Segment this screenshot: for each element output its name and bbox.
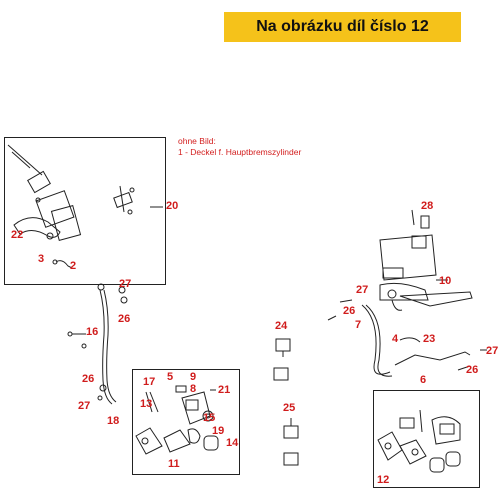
callout-23: 23 <box>423 333 436 345</box>
bolt-sketches <box>273 338 299 466</box>
callout-16: 16 <box>86 326 99 338</box>
callout-27-left-top: 27 <box>119 278 132 290</box>
callout-4: 4 <box>392 333 399 345</box>
rear-caliper-sketch <box>377 409 461 473</box>
callout-26-left-top: 26 <box>118 313 131 325</box>
callout-15: 15 <box>203 412 216 424</box>
callout-6: 6 <box>420 374 427 386</box>
callout-22: 22 <box>11 229 24 241</box>
callout-26-right: 26 <box>343 305 356 317</box>
callout-10: 10 <box>439 275 452 287</box>
callout-26-left-bottom: 26 <box>82 373 95 385</box>
without-picture-note: ohne Bild: 1 - Deckel f. Hauptbremszylin… <box>178 136 301 158</box>
callout-17: 17 <box>143 376 156 388</box>
callout-5: 5 <box>167 371 174 383</box>
callout-19: 19 <box>212 425 225 437</box>
front-caliper-sketch <box>135 385 219 455</box>
callout-28: 28 <box>421 200 434 212</box>
callout-12: 12 <box>377 474 390 486</box>
master-cylinder-frame <box>4 137 166 285</box>
callout-26-far-right: 26 <box>466 364 479 376</box>
callout-27-far-right: 27 <box>486 345 499 357</box>
callout-11: 11 <box>168 458 180 470</box>
callout-25: 25 <box>283 402 296 414</box>
callout-14: 14 <box>226 437 239 449</box>
right-master-cylinder-sketch <box>327 209 487 377</box>
callout-24: 24 <box>275 320 288 332</box>
callout-13: 13 <box>140 398 153 410</box>
callout-2: 2 <box>70 260 77 272</box>
front-caliper-frame <box>132 369 240 475</box>
callout-21: 21 <box>218 384 231 396</box>
note-line-2: 1 - Deckel f. Hauptbremszylinder <box>178 147 302 157</box>
callout-7: 7 <box>355 319 362 331</box>
callout-27-left-bottom: 27 <box>78 400 91 412</box>
callout-27-right: 27 <box>356 284 369 296</box>
master-cylinder-sketch <box>7 144 163 269</box>
callout-8: 8 <box>190 383 197 395</box>
front-brake-hose-sketch <box>67 283 128 405</box>
callout-18: 18 <box>107 415 120 427</box>
callout-9: 9 <box>190 371 197 383</box>
rear-caliper-frame <box>373 390 480 488</box>
part-number-banner: Na obrázku díl číslo 12 <box>224 12 461 42</box>
callout-3: 3 <box>38 253 45 265</box>
callout-20: 20 <box>166 200 179 212</box>
note-line-1: ohne Bild: <box>178 136 216 146</box>
